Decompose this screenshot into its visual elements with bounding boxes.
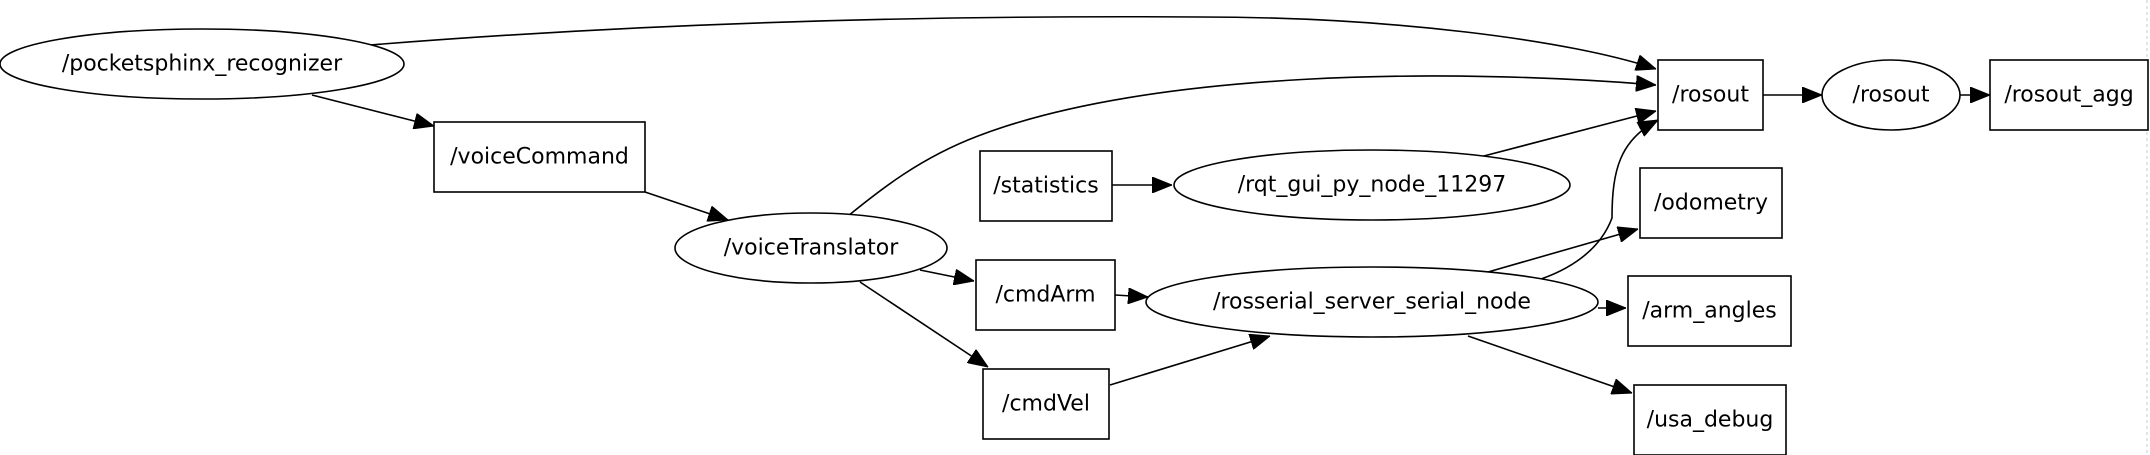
edge-voiceTranslator-to-cmdVel	[859, 281, 988, 367]
node-label: /statistics	[993, 174, 1098, 199]
node-statistics[interactable]: /statistics	[979, 150, 1113, 222]
node-label: /odometry	[1654, 191, 1768, 216]
node-label: /rosserial_server_serial_node	[1213, 290, 1531, 315]
node-box	[1989, 59, 2149, 131]
nodes: /pocketsphinx_recognizer /voiceCommand /…	[0, 28, 2149, 455]
node-ellipse	[0, 28, 405, 100]
node-ellipse	[1173, 149, 1571, 221]
node-box	[1639, 167, 1783, 239]
node-odometry[interactable]: /odometry	[1639, 167, 1783, 239]
node-label: /voiceCommand	[450, 145, 629, 170]
node-rosout-topic[interactable]: /rosout	[1657, 59, 1764, 131]
node-rosout-agg[interactable]: /rosout_agg	[1989, 59, 2149, 131]
edge-rosserial-to-odometry	[1487, 229, 1638, 273]
node-voiceTranslator[interactable]: /voiceTranslator	[674, 212, 948, 284]
node-pocketsphinx-recognizer[interactable]: /pocketsphinx_recognizer	[0, 28, 405, 100]
node-box	[1633, 384, 1787, 455]
node-box	[1627, 275, 1792, 347]
node-rosserial-server-serial-node[interactable]: /rosserial_server_serial_node	[1145, 266, 1599, 338]
edge-rqt-to-rosout	[1479, 111, 1656, 158]
node-label: /arm_angles	[1642, 299, 1776, 324]
edge-pocketsphinx-to-rosout	[369, 15, 1656, 69]
edge-voiceCommand-to-voiceTranslator	[644, 191, 728, 220]
node-label: /rqt_gui_py_node_11297	[1238, 173, 1507, 198]
node-box	[1657, 59, 1764, 131]
node-box	[975, 259, 1116, 331]
node-voiceCommand[interactable]: /voiceCommand	[433, 121, 646, 193]
edge-cmdArm-to-rosserial	[1114, 295, 1148, 297]
node-label: /cmdVel	[1002, 392, 1090, 417]
node-box	[982, 368, 1110, 440]
node-label: /usa_debug	[1647, 408, 1774, 433]
edges	[311, 15, 1990, 393]
node-label: /rosout	[1672, 83, 1749, 108]
node-arm-angles[interactable]: /arm_angles	[1627, 275, 1792, 347]
edge-voiceTranslator-to-rosout	[847, 75, 1656, 217]
node-label: /voiceTranslator	[724, 236, 899, 261]
node-rqt-gui-py-node[interactable]: /rqt_gui_py_node_11297	[1173, 149, 1571, 221]
node-label: /rosout	[1853, 83, 1930, 108]
node-cmdVel[interactable]: /cmdVel	[982, 368, 1110, 440]
node-cmdArm[interactable]: /cmdArm	[975, 259, 1116, 331]
edge-pocketsphinx-to-voiceCommand	[311, 94, 434, 126]
node-rosout-node[interactable]: /rosout	[1821, 59, 1961, 131]
node-ellipse	[674, 212, 948, 284]
node-ellipse	[1145, 266, 1599, 338]
node-box	[979, 150, 1113, 222]
edge-rosserial-to-rosout	[1534, 119, 1658, 282]
node-usa-debug[interactable]: /usa_debug	[1633, 384, 1787, 455]
edge-cmdVel-to-rosserial	[1109, 336, 1270, 386]
node-label: /rosout_agg	[2004, 83, 2133, 108]
edge-voiceTranslator-to-cmdArm	[919, 270, 974, 281]
node-label: /cmdArm	[995, 283, 1095, 308]
node-ellipse	[1821, 59, 1961, 131]
node-label: /pocketsphinx_recognizer	[62, 52, 343, 77]
node-box	[433, 121, 646, 193]
edge-rosserial-to-usa-debug	[1467, 335, 1632, 393]
